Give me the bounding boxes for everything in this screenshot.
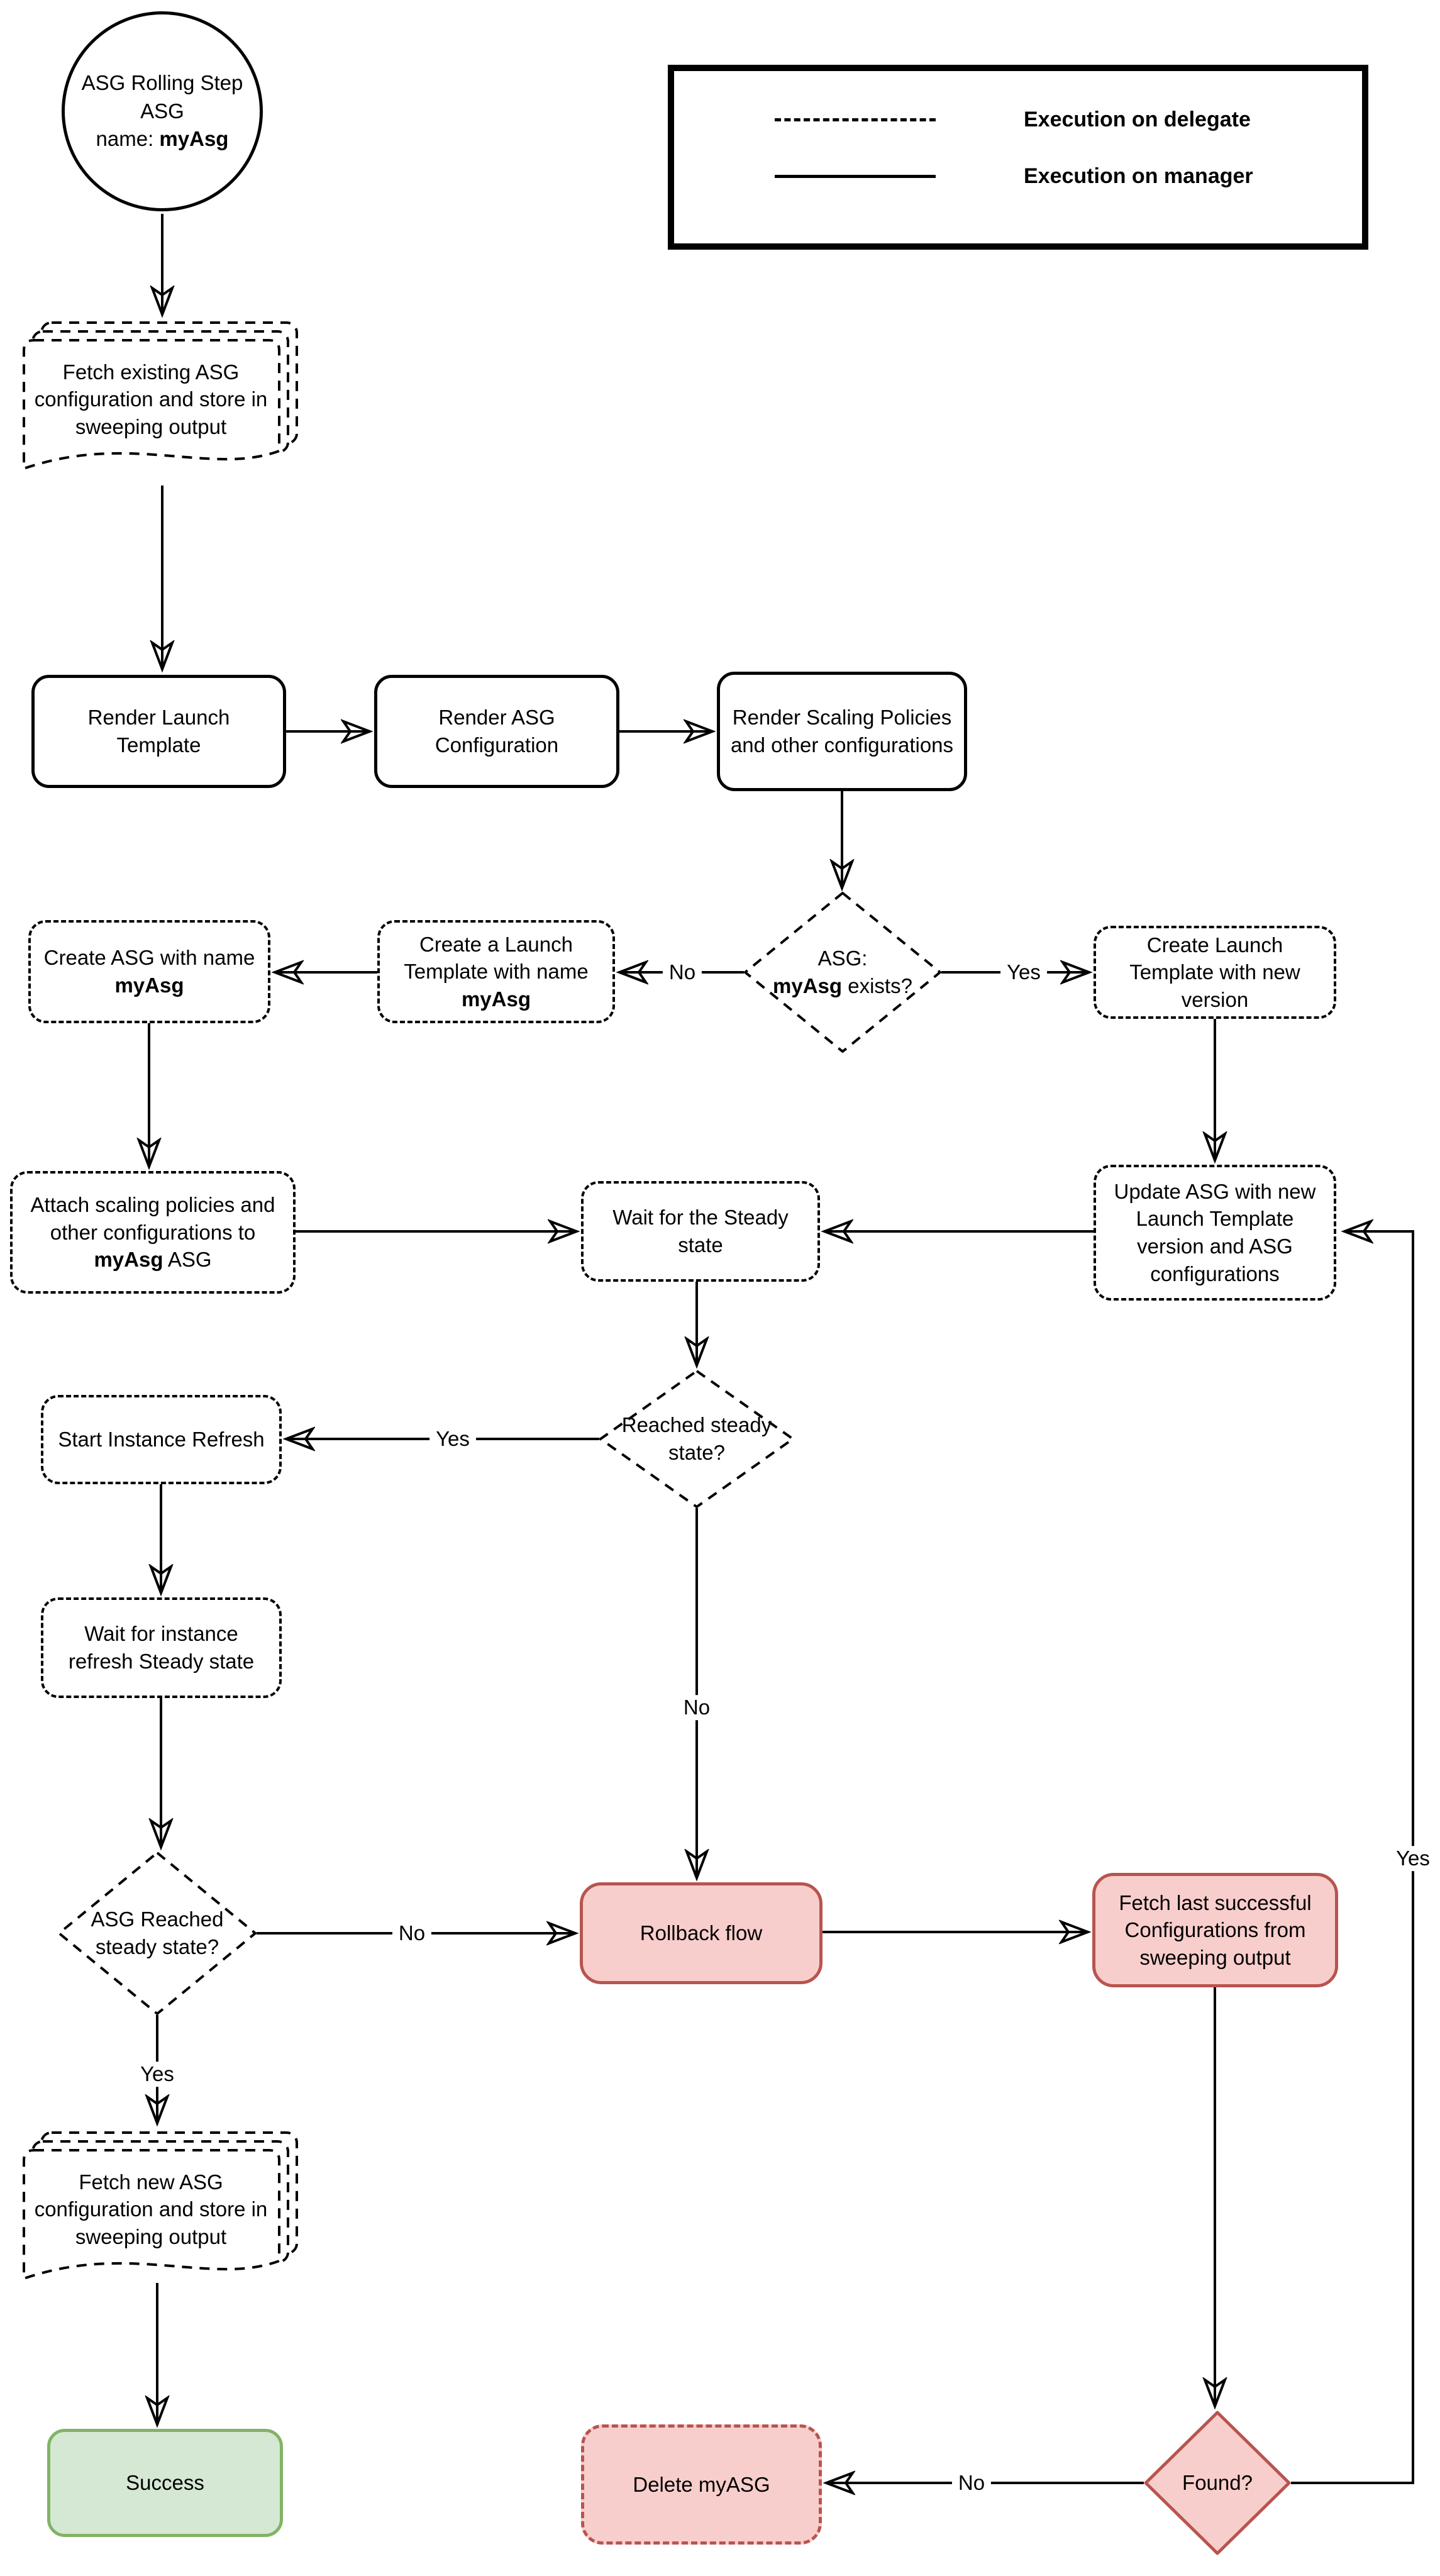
legend-row-manager: Execution on manager <box>775 164 1253 189</box>
node-fetch-last-successful: Fetch last successful Configurations fro… <box>1092 1873 1338 1987</box>
edge-label-reached-yes: Yes <box>429 1426 476 1452</box>
node-rollback-flow: Rollback flow <box>580 1882 822 1984</box>
node-create-launch-template-new: Create Launch Template with new version <box>1094 926 1336 1019</box>
edge-label-asg-exists-yes: Yes <box>1000 960 1047 985</box>
node-update-asg: Update ASG with new Launch Template vers… <box>1094 1165 1336 1301</box>
legend: Execution on delegate Execution on manag… <box>668 65 1368 250</box>
edge-label-asg-reached-yes: Yes <box>134 2062 180 2087</box>
legend-row-delegate: Execution on delegate <box>775 108 1251 132</box>
node-wait-steady: Wait for the Steady state <box>581 1181 820 1282</box>
node-render-asg-configuration: Render ASG Configuration <box>374 675 619 788</box>
node-render-launch-template: Render Launch Template <box>31 675 286 788</box>
node-found-diamond <box>1144 2411 1291 2555</box>
edge-label-asg-reached-no: No <box>392 1921 432 1946</box>
legend-label-delegate: Execution on delegate <box>1024 108 1251 131</box>
legend-solid-line-sample <box>775 175 936 178</box>
node-success: Success <box>47 2429 283 2537</box>
node-label: ASG Rolling Step ASG name: myAsg <box>81 71 243 151</box>
edge-label-found-yes: Yes <box>1390 1846 1436 1871</box>
node-create-asg: Create ASG with name myAsg <box>28 920 270 1023</box>
node-wait-instance-refresh: Wait for instance refresh Steady state <box>41 1597 282 1698</box>
node-fetch-new-shape <box>23 2131 298 2280</box>
node-reached-steady-diamond <box>599 1370 794 1508</box>
node-start-instance-refresh: Start Instance Refresh <box>41 1395 282 1484</box>
node-attach-policies: Attach scaling policies and other config… <box>10 1171 296 1294</box>
node-delete-myasg: Delete myASG <box>581 2424 822 2545</box>
node-create-launch-template-named: Create a Launch Template with name myAsg <box>377 920 615 1023</box>
legend-label-manager: Execution on manager <box>1024 164 1253 188</box>
edge-label-reached-no: No <box>677 1695 717 1720</box>
node-start-circle: ASG Rolling Step ASG name: myAsg <box>62 11 263 211</box>
legend-dashed-line-sample <box>775 118 936 121</box>
node-render-scaling-policies: Render Scaling Policies and other config… <box>717 672 967 791</box>
node-asg-exists-diamond <box>744 892 941 1053</box>
node-fetch-existing-shape <box>23 321 298 470</box>
node-asg-reached-diamond <box>58 1852 257 2015</box>
edge-label-found-no: No <box>951 2470 992 2496</box>
edge-label-asg-exists-no: No <box>662 960 702 985</box>
